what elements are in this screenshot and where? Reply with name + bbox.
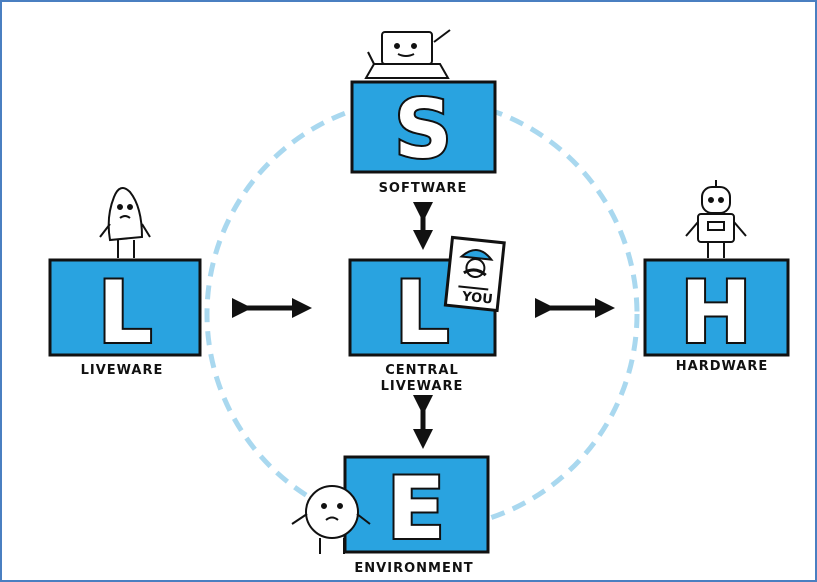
central-liveware-letter: L — [395, 263, 450, 363]
central-liveware-label-line1: CENTRAL — [385, 363, 459, 378]
hardware-node: H HARDWARE — [643, 258, 790, 374]
software-box — [350, 80, 497, 174]
round-character — [291, 485, 371, 554]
blob-character — [99, 187, 151, 258]
liveware-node: L LIVEWARE — [48, 258, 202, 378]
environment-node: E ENVIRONMENT — [343, 455, 490, 576]
software-node: S SOFTWARE — [350, 80, 497, 196]
hardware-letter: H — [680, 263, 752, 363]
laptop-character — [364, 29, 451, 79]
liveware-letter: L — [98, 263, 153, 363]
hardware-box — [643, 258, 790, 357]
environment-box — [343, 455, 490, 554]
mustache-man-portrait — [443, 235, 506, 313]
you-badge: YOU — [460, 289, 493, 307]
robot-character — [685, 180, 747, 258]
central-liveware-label-line2: LIVEWARE — [381, 379, 464, 394]
hardware-label: HARDWARE — [676, 359, 768, 374]
liveware-box — [48, 258, 202, 357]
liveware-label: LIVEWARE — [81, 363, 164, 378]
central-liveware-node: L CENTRAL LIVEWARE — [348, 258, 497, 394]
software-label: SOFTWARE — [379, 181, 468, 196]
environment-letter: E — [387, 459, 446, 559]
environment-label: ENVIRONMENT — [354, 561, 473, 576]
software-letter: S — [394, 83, 452, 176]
